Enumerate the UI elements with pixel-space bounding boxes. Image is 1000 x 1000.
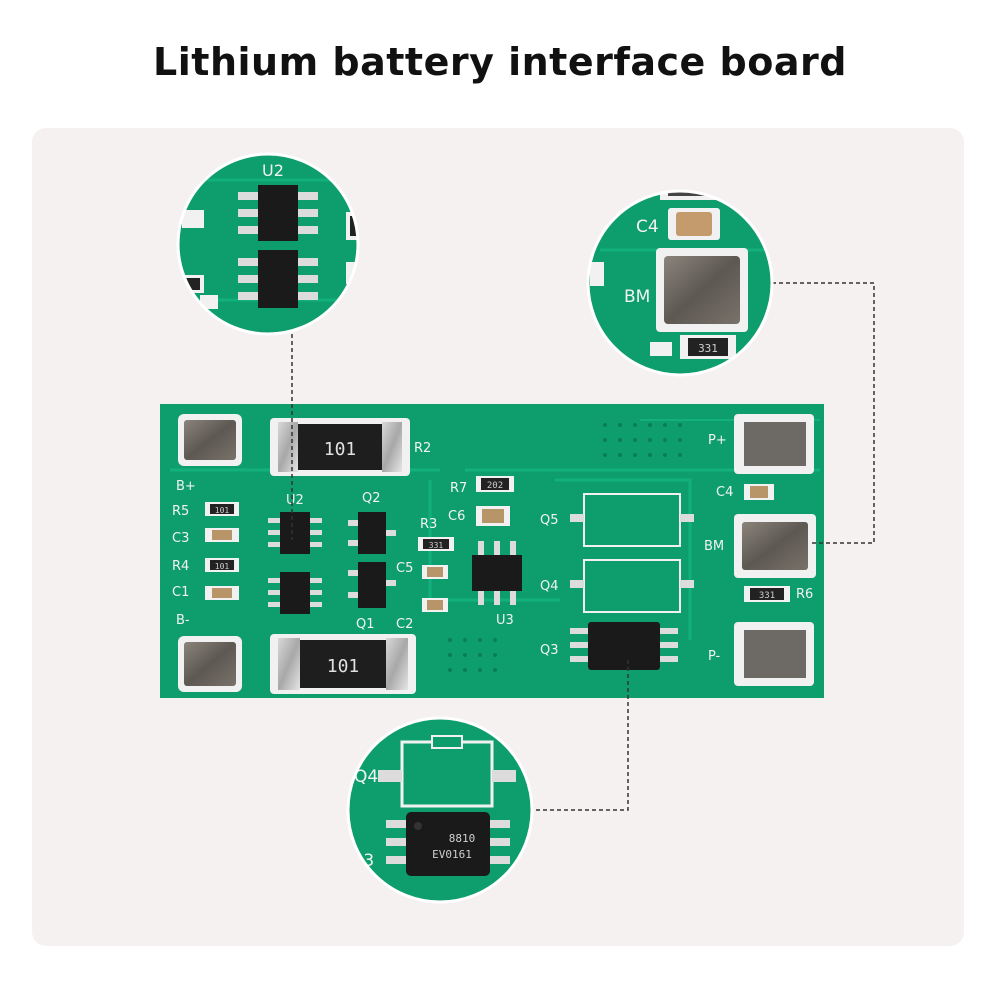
label-r2: R2 — [414, 441, 431, 456]
resistor-bottom — [300, 640, 386, 688]
label-p-minus: P- — [708, 649, 721, 664]
label-c6: C6 — [448, 509, 465, 524]
resistor-top — [298, 424, 382, 470]
label-r5: R5 — [172, 504, 189, 519]
label-p-plus: P+ — [708, 433, 727, 448]
u2-chips — [268, 512, 322, 614]
pcb-substrate — [160, 404, 824, 698]
u3-chip — [472, 541, 522, 605]
label-c4: C4 — [716, 485, 733, 500]
label-r4: R4 — [172, 559, 189, 574]
r4-marking: 101 — [215, 562, 230, 571]
label-c3: C3 — [172, 531, 189, 546]
q1-q2-transistors — [348, 512, 396, 608]
c3-capacitor — [212, 530, 232, 540]
label-q4: Q4 — [540, 579, 559, 594]
zoom-label-c4: C4 — [636, 217, 659, 237]
label-q5: Q5 — [540, 513, 559, 528]
label-b-plus: B+ — [176, 479, 196, 494]
r7-marking: 202 — [487, 481, 503, 491]
zoom-circle-bm: 331 C4 BM — [586, 189, 774, 377]
pcb-board: 101 101 101 101 331 — [160, 404, 824, 698]
label-c1: C1 — [172, 585, 189, 600]
zoom-chip-marking-1: 8810 — [449, 832, 476, 845]
label-q1: Q1 — [356, 617, 375, 632]
bm-pad — [742, 522, 808, 570]
label-r6: R6 — [796, 587, 813, 602]
callout-line-bm — [772, 282, 875, 544]
c5-capacitor — [427, 567, 443, 577]
b-plus-pad — [184, 420, 236, 460]
p-minus-pad — [744, 630, 806, 678]
callout-line-q3 — [530, 660, 629, 811]
label-q3: Q3 — [540, 643, 559, 658]
resistor-top-marking: 101 — [324, 439, 357, 460]
label-c5: C5 — [396, 561, 413, 576]
zoom-label-u2: U2 — [262, 161, 284, 180]
label-u3: U3 — [496, 613, 514, 628]
c6-capacitor — [482, 509, 504, 523]
c2-capacitor — [427, 600, 443, 610]
q3-chip — [570, 622, 678, 670]
r3-marking: 331 — [429, 541, 444, 550]
zoom-bm-pad — [664, 256, 740, 324]
label-u2: U2 — [286, 493, 304, 508]
zoom-r6-marking: 331 — [698, 342, 718, 355]
zoom-label-q4: Q4 — [354, 767, 378, 787]
zoom-chip-marking-2: EV0161 — [432, 848, 472, 861]
c4-capacitor — [750, 486, 768, 498]
label-r3: R3 — [420, 517, 437, 532]
zoom-c4-capacitor — [676, 212, 712, 236]
r5-marking: 101 — [215, 506, 230, 515]
p-plus-pad — [744, 422, 806, 466]
label-q2: Q2 — [362, 491, 381, 506]
zoom-circle-u2: U2 — [176, 152, 360, 336]
zoom-circle-q3: 8810 EV0161 Q4 Q3 — [346, 716, 534, 904]
label-c2: C2 — [396, 617, 413, 632]
callout-lines — [291, 282, 875, 811]
zoom-label-bm: BM — [624, 287, 650, 307]
r6-marking: 331 — [759, 591, 775, 601]
resistor-bottom-marking: 101 — [327, 656, 360, 677]
label-bm: BM — [704, 539, 724, 554]
label-r7: R7 — [450, 481, 467, 496]
page-title: Lithium battery interface board — [153, 40, 847, 84]
c1-capacitor — [212, 588, 232, 598]
label-b-minus: B- — [176, 613, 190, 628]
b-minus-pad — [184, 642, 236, 686]
